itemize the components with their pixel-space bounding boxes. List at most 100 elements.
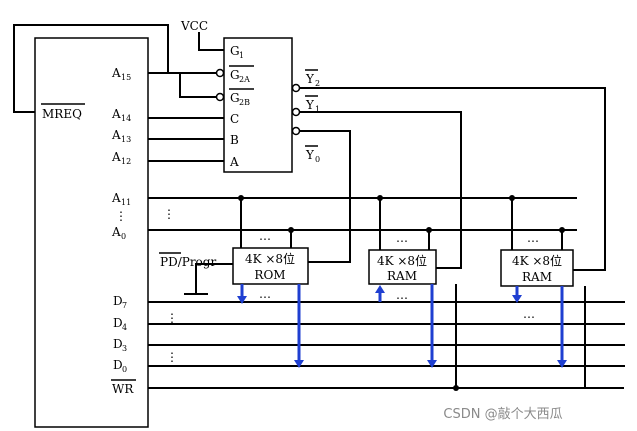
a-label: A — [229, 155, 239, 169]
svg-text:3: 3 — [122, 344, 127, 353]
y0-label: Y 0 — [305, 145, 320, 164]
svg-text:A: A — [111, 225, 121, 239]
pd-progr-wire — [195, 263, 233, 294]
svg-text:A: A — [111, 150, 121, 164]
svg-text:2B: 2B — [239, 98, 250, 107]
svg-text:D: D — [113, 294, 123, 308]
pin-a15-label: A 15 — [111, 66, 131, 82]
g2a-label: G 2A — [229, 65, 254, 84]
c-label: C — [230, 112, 239, 126]
chip3-node-a11 — [509, 195, 515, 201]
svg-text:1: 1 — [239, 51, 244, 60]
mreq-label: MREQ — [42, 107, 82, 121]
pin-d0-label: D 0 — [113, 358, 127, 374]
svg-text:D: D — [113, 316, 123, 330]
pin-a12-label: A 12 — [111, 150, 131, 166]
y1-wire — [300, 111, 462, 269]
svg-text:2A: 2A — [239, 75, 250, 84]
pin-d4-label: D 4 — [113, 316, 127, 332]
vcc-label: VCC — [180, 19, 208, 33]
svg-text:1: 1 — [315, 105, 320, 114]
svg-text:D: D — [113, 358, 123, 372]
svg-text:11: 11 — [121, 198, 131, 207]
g2b-bubble — [215, 92, 225, 102]
pin-a14-label: A 14 — [111, 107, 131, 123]
y2-bubble — [291, 83, 301, 93]
pin-d7-label: D 7 — [113, 294, 127, 310]
cpu-block — [34, 37, 149, 428]
g2a-bubble — [215, 68, 225, 78]
svg-text:G: G — [230, 68, 240, 82]
svg-text:13: 13 — [121, 135, 131, 144]
svg-text:4K ×8位: 4K ×8位 — [377, 253, 427, 268]
svg-text:0: 0 — [315, 155, 320, 164]
svg-text:G: G — [230, 44, 240, 58]
rom-data-arrow-d7 — [237, 284, 247, 304]
svg-text:14: 14 — [121, 114, 131, 123]
svg-text:4: 4 — [122, 323, 127, 332]
chip1-addr-ellipsis: … — [259, 229, 271, 243]
chip2-node-a0 — [426, 227, 432, 233]
svg-text:7: 7 — [122, 301, 127, 310]
pin-a13-label: A 13 — [111, 128, 131, 144]
svg-text:A: A — [111, 128, 121, 142]
svg-text:Y: Y — [305, 72, 315, 86]
y1-bubble — [291, 107, 301, 117]
data-ellipsis-left-1: ⋮ — [166, 311, 178, 325]
chip-ram-2: 4K ×8位 RAM — [500, 249, 574, 287]
rom-data-arrow-d0 — [294, 284, 304, 368]
chip-rom: 4K ×8位 ROM — [232, 247, 309, 285]
svg-text:15: 15 — [121, 73, 131, 82]
watermark-text: CSDN @敲个大西瓜 — [443, 406, 562, 422]
y0-bubble — [291, 126, 301, 136]
svg-text:A: A — [111, 107, 121, 121]
ram2-data-arrow-d7 — [512, 286, 522, 303]
svg-text:2: 2 — [315, 79, 320, 88]
g1-label: G 1 — [230, 44, 244, 60]
svg-text:0: 0 — [121, 232, 126, 241]
pin-wr-label: WR — [112, 382, 134, 396]
chip2-addr-ellipsis: … — [396, 231, 408, 245]
a-bus-ellipsis: ⋮ — [115, 209, 127, 223]
svg-text:12: 12 — [121, 157, 131, 166]
a15-wire — [148, 72, 220, 98]
y2-wire — [300, 87, 606, 271]
b-label: B — [230, 133, 239, 147]
chip-ram-1: 4K ×8位 RAM — [368, 249, 437, 285]
ram2-data-arrow-d0 — [557, 286, 567, 368]
chip1-node-a0 — [288, 227, 294, 233]
data-ellipsis-left-2: ⋮ — [166, 350, 178, 364]
svg-text:4K ×8位: 4K ×8位 — [512, 253, 562, 268]
chip2-node-a11 — [377, 195, 383, 201]
chip3-addr-ellipsis: … — [527, 231, 539, 245]
svg-text:RAM: RAM — [522, 270, 552, 284]
chip2-wr-node — [453, 385, 459, 391]
chip2-data-ellipsis: … — [396, 288, 408, 302]
bus-ellipsis-left: ⋮ — [163, 207, 175, 221]
decoder-block — [223, 37, 293, 173]
svg-text:Y: Y — [305, 148, 315, 162]
vcc-wire — [198, 32, 224, 51]
svg-text:0: 0 — [122, 365, 127, 374]
ram1-data-arrow-d0 — [427, 284, 437, 368]
svg-text:A: A — [111, 66, 121, 80]
svg-text:D: D — [113, 337, 123, 351]
pin-d3-label: D 3 — [113, 337, 127, 353]
chip1-node-a11 — [238, 195, 244, 201]
pd-progr-label: PD/Progr — [160, 255, 216, 269]
svg-text:RAM: RAM — [387, 269, 417, 283]
chip1-data-ellipsis: … — [259, 287, 271, 301]
svg-text:A: A — [111, 191, 121, 205]
svg-text:G: G — [230, 91, 240, 105]
svg-text:Y: Y — [305, 98, 315, 112]
y2-label: Y 2 — [305, 69, 320, 88]
svg-text:ROM: ROM — [254, 268, 285, 282]
g2b-label: G 2B — [229, 88, 254, 107]
chip3-node-a0 — [559, 227, 565, 233]
ram1-data-arrow-d7 — [375, 285, 385, 302]
chip3-data-ellipsis: … — [523, 307, 535, 321]
svg-text:4K ×8位: 4K ×8位 — [245, 251, 295, 266]
pin-a0-label: A 0 — [111, 225, 126, 241]
